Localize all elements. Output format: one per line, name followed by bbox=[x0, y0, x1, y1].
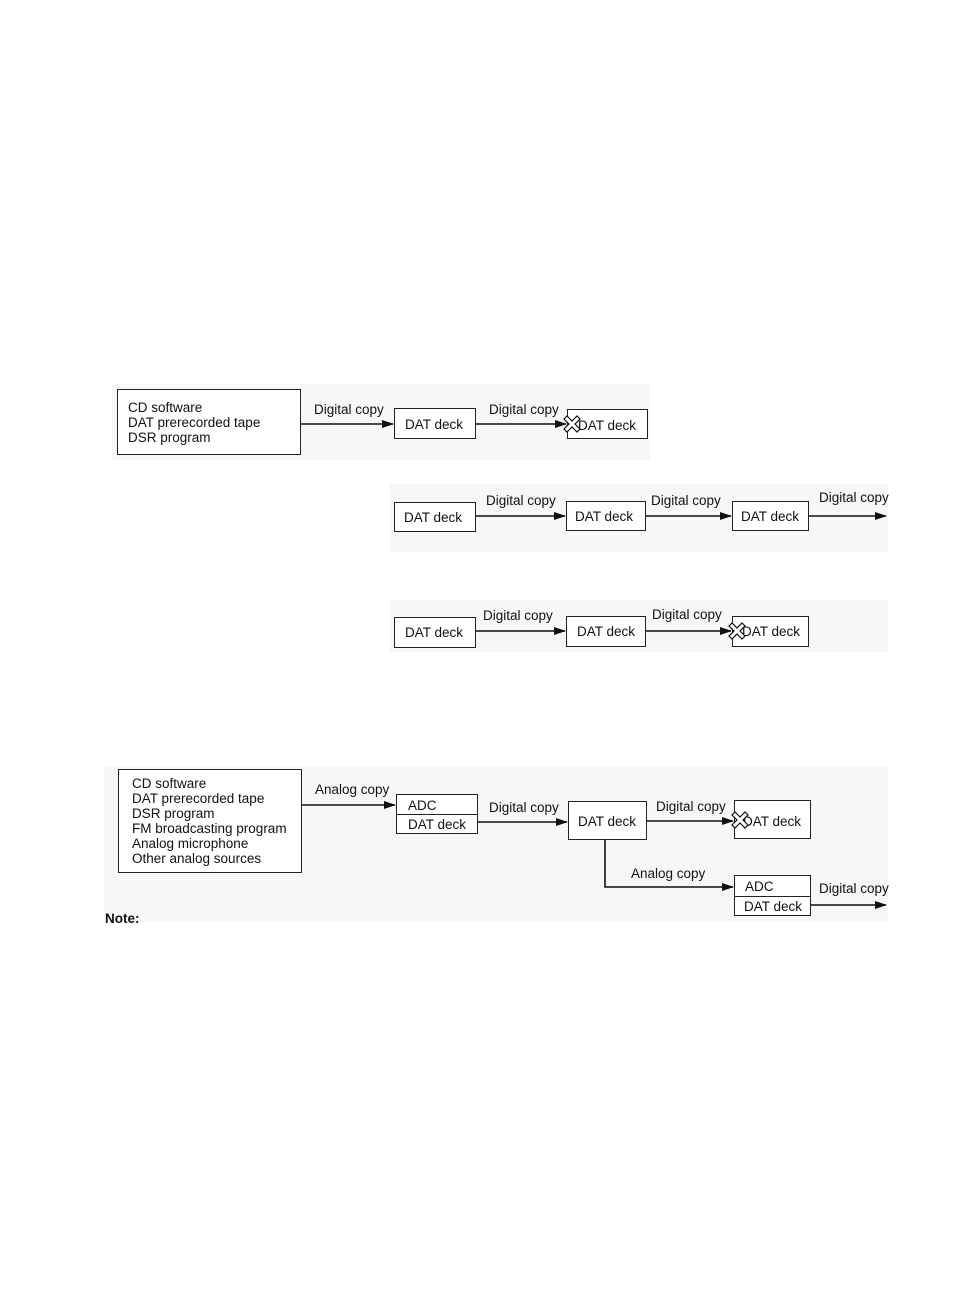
box-label: DAT deck bbox=[743, 814, 802, 829]
source-line: CD software bbox=[128, 400, 203, 415]
box-divider bbox=[735, 896, 810, 897]
prohibited-cross-icon bbox=[563, 415, 581, 433]
source-line: DSR program bbox=[132, 806, 215, 821]
adc-dat-deck-box: ADC DAT deck bbox=[734, 875, 811, 916]
adc-dat-deck-box: ADC DAT deck bbox=[396, 794, 478, 834]
box-label: DAT deck bbox=[575, 509, 634, 524]
source-line: CD software bbox=[132, 776, 207, 791]
note-label: Note: bbox=[105, 911, 140, 926]
box-label: DAT deck bbox=[578, 814, 637, 829]
source-box-2: CD software DAT prerecorded tape DSR pro… bbox=[118, 769, 302, 873]
box-label: DAT deck bbox=[405, 417, 464, 432]
dat-deck-box: DAT deck bbox=[394, 408, 476, 439]
source-line: Other analog sources bbox=[132, 851, 262, 866]
source-line: DAT prerecorded tape bbox=[132, 791, 265, 806]
dat-deck-box: DAT deck bbox=[732, 501, 809, 531]
edge-label: Analog copy bbox=[631, 866, 706, 881]
dat-deck-box: DAT deck bbox=[394, 502, 476, 532]
dat-deck-box-blocked: DAT deck bbox=[732, 616, 809, 647]
edge-label: Digital copy bbox=[489, 402, 559, 417]
dat-deck-box: DAT deck bbox=[566, 616, 646, 647]
edge-label: Digital copy bbox=[652, 607, 722, 622]
box-label: DAT deck bbox=[578, 418, 637, 433]
dat-deck-box: DAT deck bbox=[566, 501, 646, 531]
box-label: DAT deck bbox=[577, 624, 636, 639]
dat-deck-box: DAT deck bbox=[394, 617, 476, 648]
edge-label: Analog copy bbox=[315, 782, 390, 797]
box-divider bbox=[397, 814, 477, 815]
box-label-adc: ADC bbox=[408, 798, 437, 813]
edge-label: Digital copy bbox=[489, 800, 559, 815]
edge-label: Digital copy bbox=[656, 799, 726, 814]
edge-label: Digital copy bbox=[651, 493, 721, 508]
box-label: DAT deck bbox=[744, 899, 803, 914]
source-line: Analog microphone bbox=[132, 836, 249, 851]
dat-deck-box-blocked: DAT deck bbox=[734, 800, 811, 839]
edge-label: Digital copy bbox=[819, 490, 889, 505]
source-line: DAT prerecorded tape bbox=[128, 415, 261, 430]
arrow-d4-4 bbox=[604, 840, 734, 891]
source-line: FM broadcasting program bbox=[132, 821, 287, 836]
edge-label: Digital copy bbox=[819, 881, 889, 896]
edge-label: Digital copy bbox=[314, 402, 384, 417]
dat-deck-box: DAT deck bbox=[568, 801, 647, 840]
prohibited-cross-icon bbox=[731, 811, 749, 829]
box-label: DAT deck bbox=[408, 817, 467, 832]
source-line: DSR program bbox=[128, 430, 211, 445]
box-label: DAT deck bbox=[404, 510, 463, 525]
box-label: DAT deck bbox=[742, 624, 801, 639]
box-label: DAT deck bbox=[405, 625, 464, 640]
box-label: DAT deck bbox=[741, 509, 800, 524]
edge-label: Digital copy bbox=[486, 493, 556, 508]
edge-label: Digital copy bbox=[483, 608, 553, 623]
dat-deck-box-blocked: DAT deck bbox=[567, 409, 648, 439]
box-label-adc: ADC bbox=[745, 879, 774, 894]
source-box-1: CD software DAT prerecorded tape DSR pro… bbox=[117, 389, 301, 455]
prohibited-cross-icon bbox=[728, 622, 746, 640]
